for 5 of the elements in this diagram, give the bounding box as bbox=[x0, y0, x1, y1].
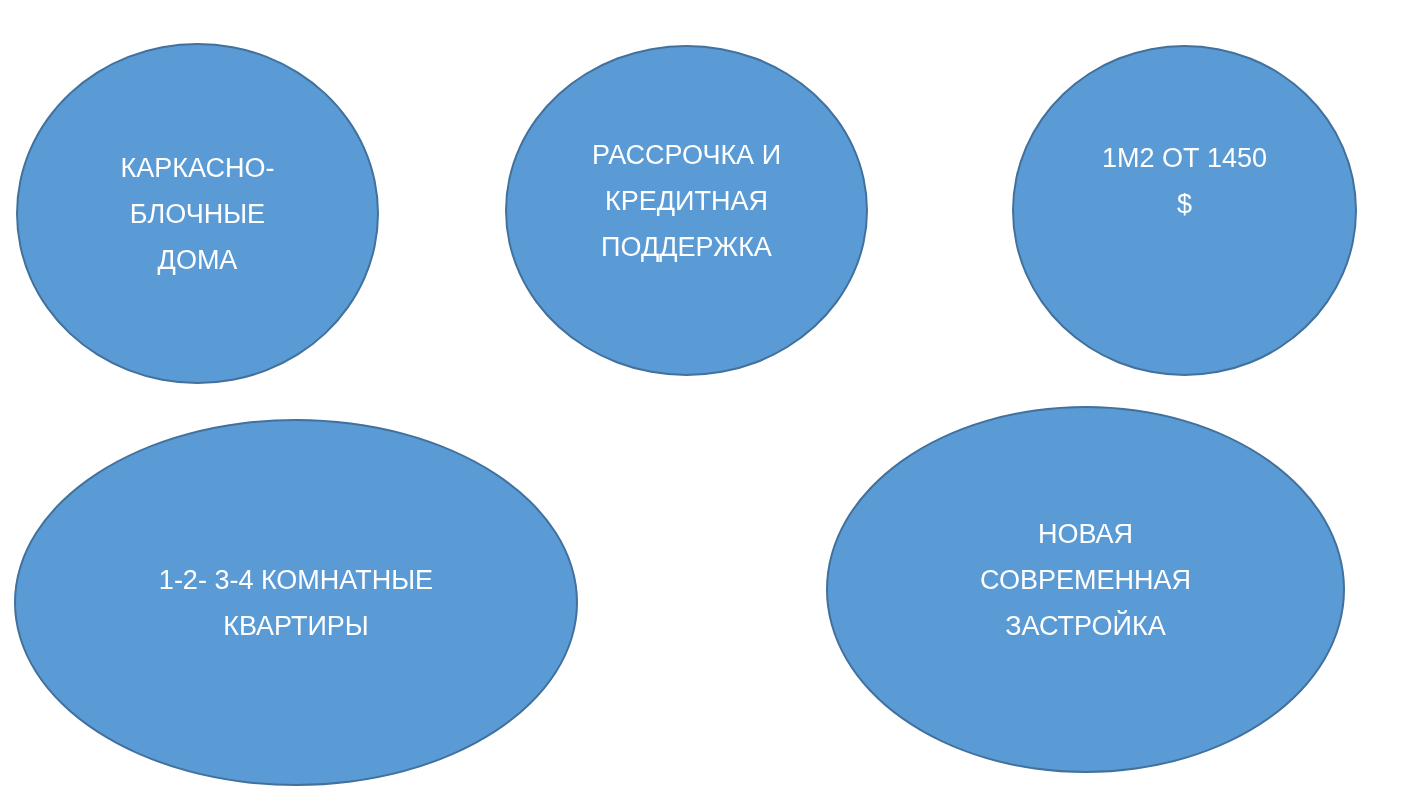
node-text: 1-2- 3-4 КОМНАТНЫЕ КВАРТИРЫ bbox=[157, 563, 435, 643]
node-text: РАССРОЧКА И КРЕДИТНАЯ ПОДДЕРЖКА bbox=[590, 138, 783, 264]
node-text: 1М2 ОТ 1450 $ bbox=[1100, 141, 1269, 221]
node-text: КАРКАСНО- БЛОЧНЫЕ ДОМА bbox=[119, 151, 276, 277]
node-text: НОВАЯ СОВРЕМЕННАЯ ЗАСТРОЙКА bbox=[979, 517, 1192, 643]
